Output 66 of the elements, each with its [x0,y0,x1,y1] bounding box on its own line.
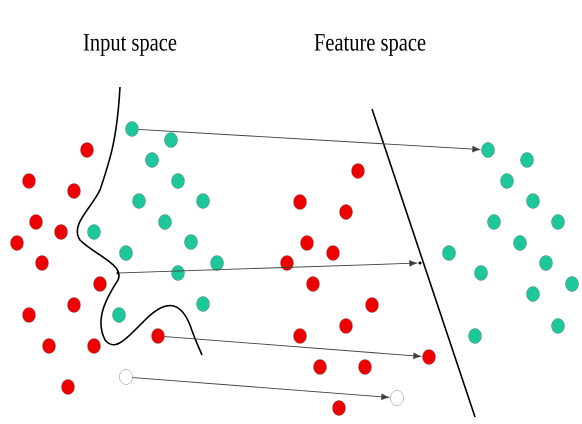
data-point [520,152,534,168]
data-point [551,318,565,334]
data-point [210,255,224,271]
data-point [326,245,340,261]
data-point [184,234,198,250]
data-point [551,214,565,230]
boundary-point [418,262,422,264]
data-point [67,183,81,199]
data-point [526,286,540,302]
data-point [474,265,488,281]
data-point [422,349,436,365]
data-point [442,245,456,261]
data-point [500,173,514,189]
data-point [293,328,307,344]
data-point [280,255,294,271]
data-point [468,328,482,344]
data-point [539,255,553,271]
arrow [119,260,417,274]
data-point [293,194,307,210]
data-point [171,173,185,189]
arrow [138,128,480,152]
data-point [158,214,172,230]
data-point [526,193,540,209]
data-point [87,224,101,240]
data-point [29,214,43,230]
data-point [87,338,101,354]
arrow [132,377,389,400]
data-point [300,235,314,251]
data-point [196,296,210,312]
boundary-point [116,272,120,274]
data-point [125,121,139,137]
data-point [481,142,495,158]
data-point [339,318,353,334]
data-point [351,163,365,179]
data-point [61,379,75,395]
data-point [119,245,133,261]
heading: Input space [84,34,176,56]
data-point [306,276,320,292]
data-point [10,235,24,251]
data-point [67,297,81,313]
data-point [112,307,126,323]
data-point [171,265,185,281]
data-point [365,297,379,313]
data-point [565,276,579,292]
data-point [358,359,372,375]
data-point [196,193,210,209]
data-point [513,235,527,251]
data-point [390,390,404,406]
data-point [151,328,165,344]
data-point [119,369,133,385]
data-point [339,204,353,220]
data-point [22,307,36,323]
data-point [80,142,94,158]
data-point [164,132,178,148]
data-point [22,173,36,189]
heading: Feature space [314,34,426,56]
data-point [42,338,56,354]
data-point [332,400,346,416]
data-point [313,359,327,375]
arrow [164,336,421,359]
data-point [145,152,159,168]
data-point [487,214,501,230]
data-point [93,276,107,292]
data-point [54,224,68,240]
data-point [35,255,49,271]
data-point [132,193,146,209]
